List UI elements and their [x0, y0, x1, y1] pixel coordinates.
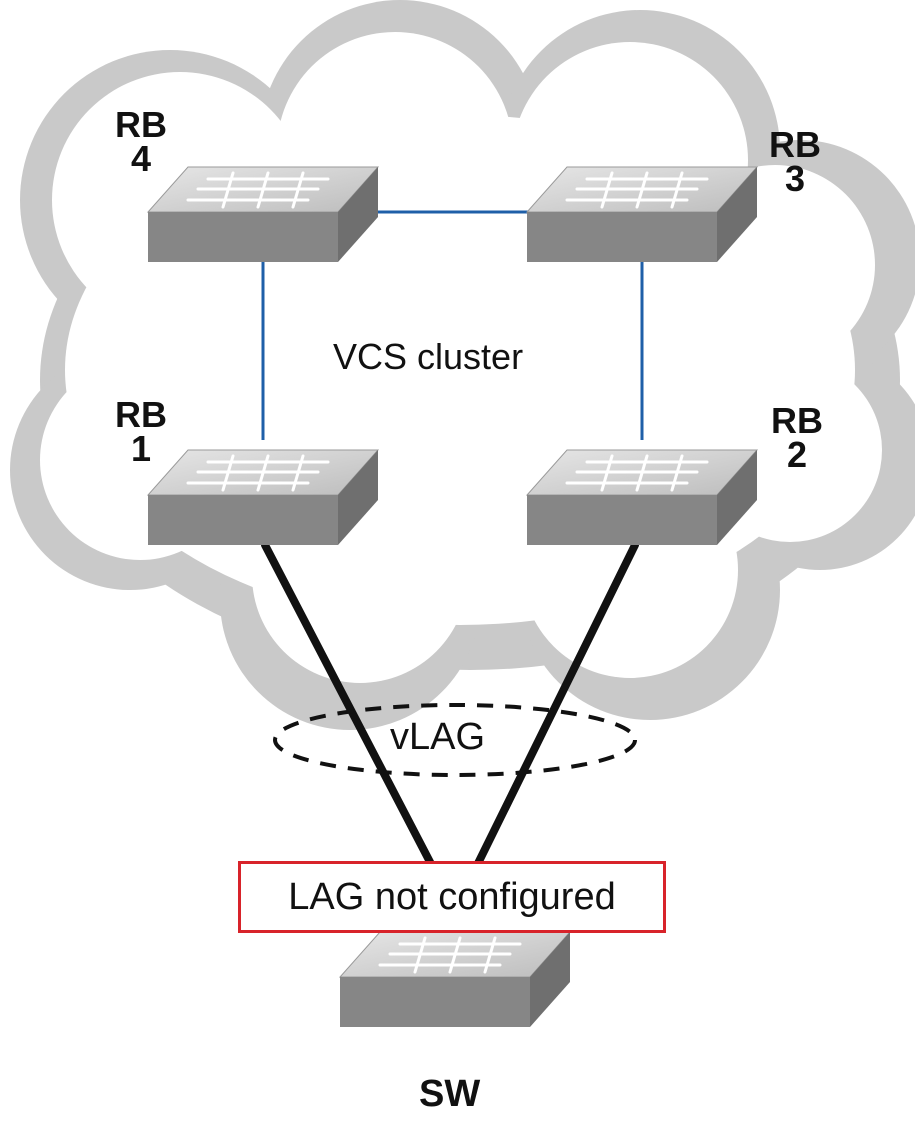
rb3-num: 3	[784, 158, 806, 199]
switch-rb4	[146, 165, 380, 264]
link-rb2-sw	[451, 541, 639, 914]
vlag-label: vLAG	[390, 716, 486, 758]
rb1-num: 1	[130, 428, 152, 469]
rb3-name: RB	[769, 124, 821, 165]
rb1-name: RB	[115, 394, 167, 435]
link-rb1-sw	[261, 541, 459, 914]
vlag-ellipse	[273, 703, 637, 777]
rb2-num: 2	[786, 434, 808, 475]
switch-sw	[338, 930, 572, 1029]
lag-label: LAG not configured	[288, 875, 616, 918]
cluster-label: VCS cluster	[333, 336, 524, 377]
sw-label: SW	[419, 1073, 481, 1115]
switch-rb3	[525, 165, 759, 264]
isl-links	[261, 210, 644, 440]
switch-rb2	[525, 448, 759, 547]
switch-rb1	[146, 448, 380, 547]
rb2-name: RB	[771, 400, 823, 441]
rb4-num: 4	[130, 138, 152, 179]
rb4-name: RB	[115, 104, 167, 145]
lag-not-configured-box: LAG not configured	[238, 861, 666, 933]
